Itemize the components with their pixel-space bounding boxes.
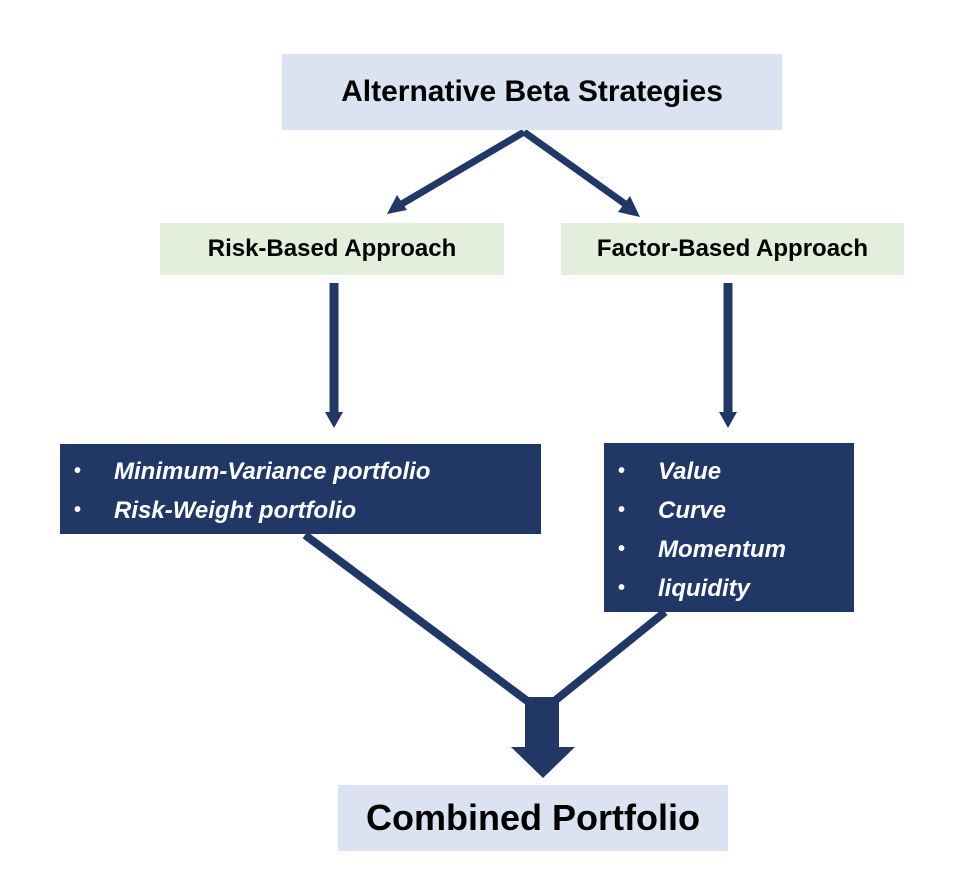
arrow-title-to-factor (521, 129, 631, 209)
arrow-factor-list-to-result (549, 608, 668, 707)
arrowhead-title-to-factor (618, 196, 640, 217)
list-item-text: Momentum (658, 536, 786, 563)
list-item-text: liquidity (658, 575, 750, 602)
bullet: • (74, 460, 82, 482)
risk-approach-box: Risk-Based Approach (160, 223, 504, 275)
bullet: • (618, 460, 626, 482)
factor-strategies-list: • Value • Curve • Momentum • liquidity (604, 443, 854, 612)
arrowhead-factor-to-list (719, 412, 737, 428)
risk-approach-label: Risk-Based Approach (207, 235, 457, 262)
bullet: • (74, 499, 82, 521)
arrowhead-title-to-risk (387, 195, 407, 214)
title-text: Alternative Beta Strategies (341, 75, 723, 108)
result-arrow-shaft (525, 697, 559, 749)
list-item: • Minimum-Variance portfolio (60, 452, 541, 491)
list-item: • Curve (604, 491, 854, 530)
arrow-title-to-risk (398, 128, 526, 209)
list-item-text: Minimum-Variance portfolio (114, 458, 431, 485)
arrow-risk-list-to-result (302, 531, 533, 707)
list-item-text: Risk-Weight portfolio (114, 497, 357, 524)
title-box: Alternative Beta Strategies (282, 54, 782, 130)
factor-approach-box: Factor-Based Approach (561, 223, 904, 275)
result-text: Combined Portfolio (366, 797, 700, 838)
list-item: • Risk-Weight portfolio (60, 491, 541, 530)
list-item: • Momentum (604, 530, 854, 569)
result-box: Combined Portfolio (338, 785, 728, 851)
bullet: • (618, 538, 626, 560)
risk-strategies-list: • Minimum-Variance portfolio • Risk-Weig… (60, 444, 541, 534)
arrowhead-risk-to-list (325, 412, 343, 428)
list-item-text: Value (658, 458, 722, 485)
list-item: • liquidity (604, 569, 854, 608)
bullet: • (618, 577, 626, 599)
bullet: • (618, 499, 626, 521)
list-item-text: Curve (658, 497, 727, 524)
result-arrow-head (511, 747, 575, 778)
list-item: • Value (604, 452, 854, 491)
factor-approach-label: Factor-Based Approach (596, 235, 869, 262)
